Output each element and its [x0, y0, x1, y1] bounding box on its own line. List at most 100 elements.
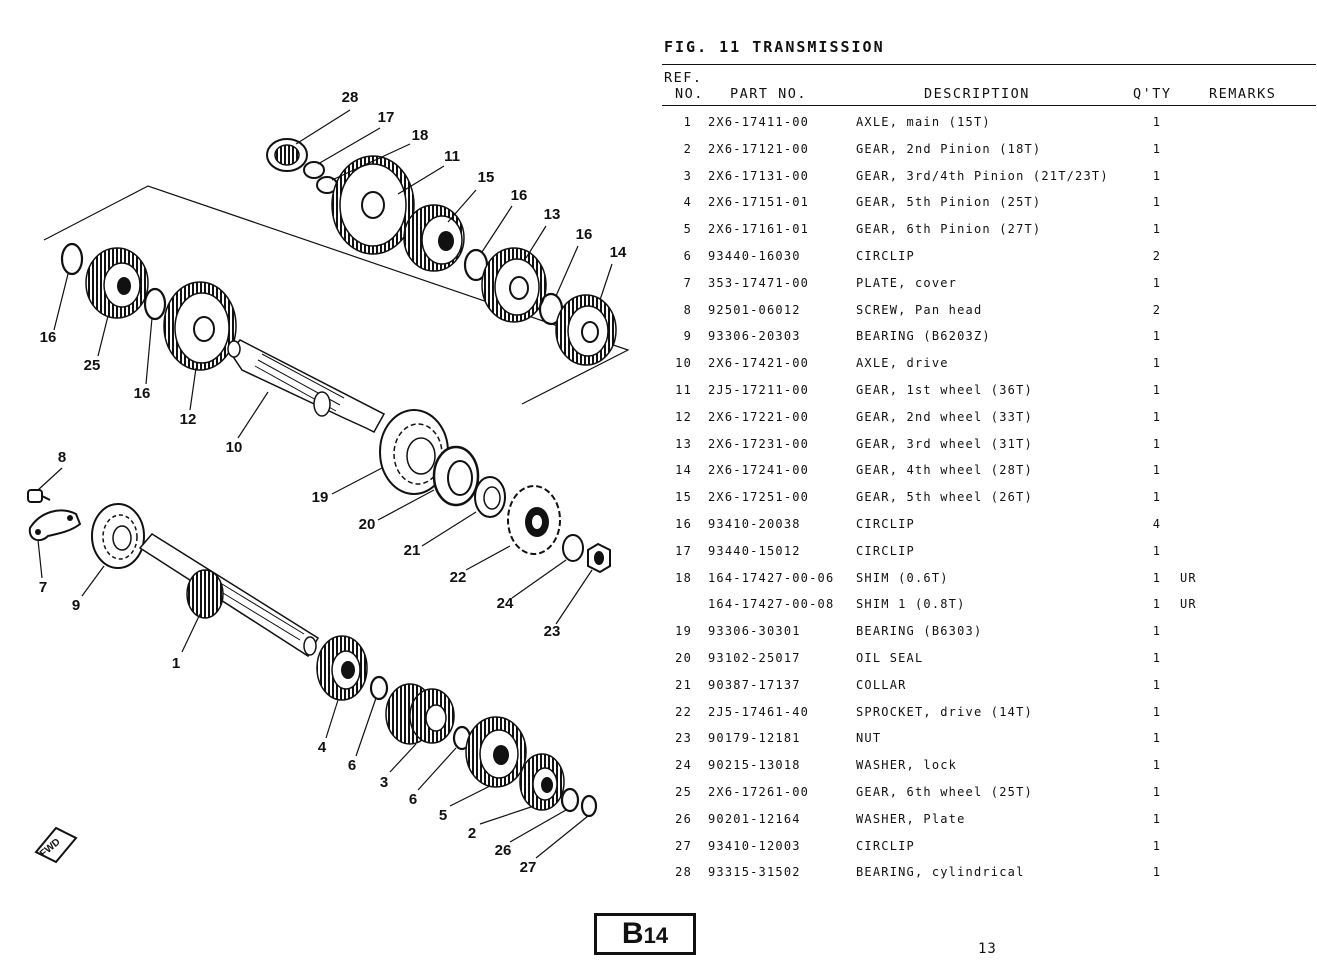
qty-cell: 1 — [1152, 597, 1162, 612]
part-no-cell: 90387-17137 — [708, 677, 801, 692]
part-no-cell: 93315-31502 — [708, 865, 801, 880]
description-cell: CIRCLIP — [856, 517, 915, 531]
description-cell: COLLAR — [856, 677, 907, 692]
callout-label: 10 — [226, 439, 243, 456]
callout-leader-line — [511, 559, 567, 599]
ref-cell: 23 — [675, 731, 692, 746]
part-no-cell: 2X6-17231-00 — [708, 436, 810, 451]
ref-cell: 2 — [683, 141, 692, 156]
callout-leader-line — [481, 205, 513, 253]
header-bottom-rule — [662, 105, 1316, 106]
part-no-cell: 90215-13018 — [708, 758, 801, 773]
callout-label: 2 — [468, 825, 476, 842]
part-21-collar — [474, 476, 506, 518]
qty-cell: 1 — [1152, 624, 1162, 639]
ref-cell: 17 — [675, 543, 692, 558]
part-no-cell: 93440-15012 — [708, 543, 801, 558]
qty-cell: 1 — [1152, 838, 1162, 853]
ref-cell: 19 — [675, 624, 692, 639]
qty-cell: 1 — [1152, 811, 1162, 826]
header-description: DESCRIPTION — [924, 86, 1030, 102]
callout-leader-line — [237, 391, 269, 439]
qty-cell: 1 — [1152, 329, 1162, 344]
callout-label: 25 — [84, 357, 101, 374]
callout-label: 16 — [511, 187, 528, 204]
qty-cell: 1 — [1152, 436, 1162, 451]
callout-label: 11 — [444, 148, 460, 165]
ref-cell: 13 — [675, 436, 692, 451]
callout-leader-line — [97, 315, 109, 357]
part-no-cell: 2X6-17421-00 — [708, 356, 810, 371]
callout-label: 28 — [342, 89, 359, 106]
callout-label: 26 — [495, 842, 512, 859]
part-no-cell: 2X6-17241-00 — [708, 463, 810, 478]
description-cell: BEARING (B6203Z) — [856, 329, 991, 344]
ref-cell: 25 — [675, 785, 692, 799]
callout-label: 18 — [412, 127, 429, 144]
callout-leader-line — [479, 805, 535, 825]
part-16-circlip-d — [143, 287, 167, 321]
part-22-sprocket — [507, 485, 561, 555]
part-9-bearing — [91, 503, 145, 569]
part-28-bearing — [266, 138, 308, 172]
callout-label: 4 — [318, 739, 327, 756]
part-24-lock-washer — [562, 534, 584, 562]
fwd-arrow-icon: FWD — [34, 826, 78, 864]
header-qty: Q'TY — [1133, 86, 1172, 102]
badge-number: 14 — [643, 923, 669, 948]
qty-cell: 2 — [1152, 249, 1162, 263]
description-cell: SCREW, Pan head — [856, 302, 983, 317]
callout-label: 17 — [378, 109, 395, 126]
description-cell: GEAR, 6th wheel (25T) — [856, 785, 1033, 799]
callout-leader-line — [295, 109, 351, 145]
callout-leader-line — [449, 785, 491, 807]
callout-leader-line — [447, 189, 477, 223]
description-cell: GEAR, 2nd Pinion (18T) — [856, 141, 1042, 156]
qty-cell: 1 — [1152, 463, 1162, 478]
qty-cell: 1 — [1152, 356, 1162, 371]
remarks-cell: UR — [1180, 597, 1197, 612]
callout-leader-line — [325, 699, 339, 739]
ref-cell: 18 — [675, 570, 692, 585]
ref-cell: 11 — [675, 383, 692, 397]
part-no-cell: 93306-20303 — [708, 329, 801, 344]
ref-cell: 10 — [675, 356, 692, 371]
part-14-gear — [555, 294, 617, 366]
part-7-plate — [28, 509, 82, 542]
qty-cell: 1 — [1152, 651, 1162, 665]
qty-cell: 4 — [1152, 517, 1162, 531]
part-6-circlip-a — [369, 675, 389, 701]
part-no-cell: 2X6-17151-01 — [708, 195, 810, 210]
callout-label: 7 — [39, 579, 47, 596]
callout-leader-line — [145, 317, 153, 385]
callout-label: 16 — [576, 226, 593, 243]
ref-cell: 8 — [683, 302, 692, 317]
part-no-cell: 93440-16030 — [708, 249, 801, 263]
qty-cell: 1 — [1152, 677, 1162, 692]
callout-leader-line — [181, 613, 201, 653]
part-no-cell: 164-17427-00-08 — [708, 597, 835, 612]
callout-leader-line — [37, 467, 63, 491]
description-cell: GEAR, 3rd/4th Pinion (21T/23T) — [856, 168, 1109, 183]
ref-cell: 14 — [675, 463, 692, 478]
part-no-cell: 93410-12003 — [708, 838, 801, 853]
transmission-exploded-diagram: FWD 281718111516131614162516121081920212… — [27, 89, 630, 876]
description-cell: PLATE, cover — [856, 275, 958, 290]
description-cell: GEAR, 3rd wheel (31T) — [856, 436, 1033, 451]
